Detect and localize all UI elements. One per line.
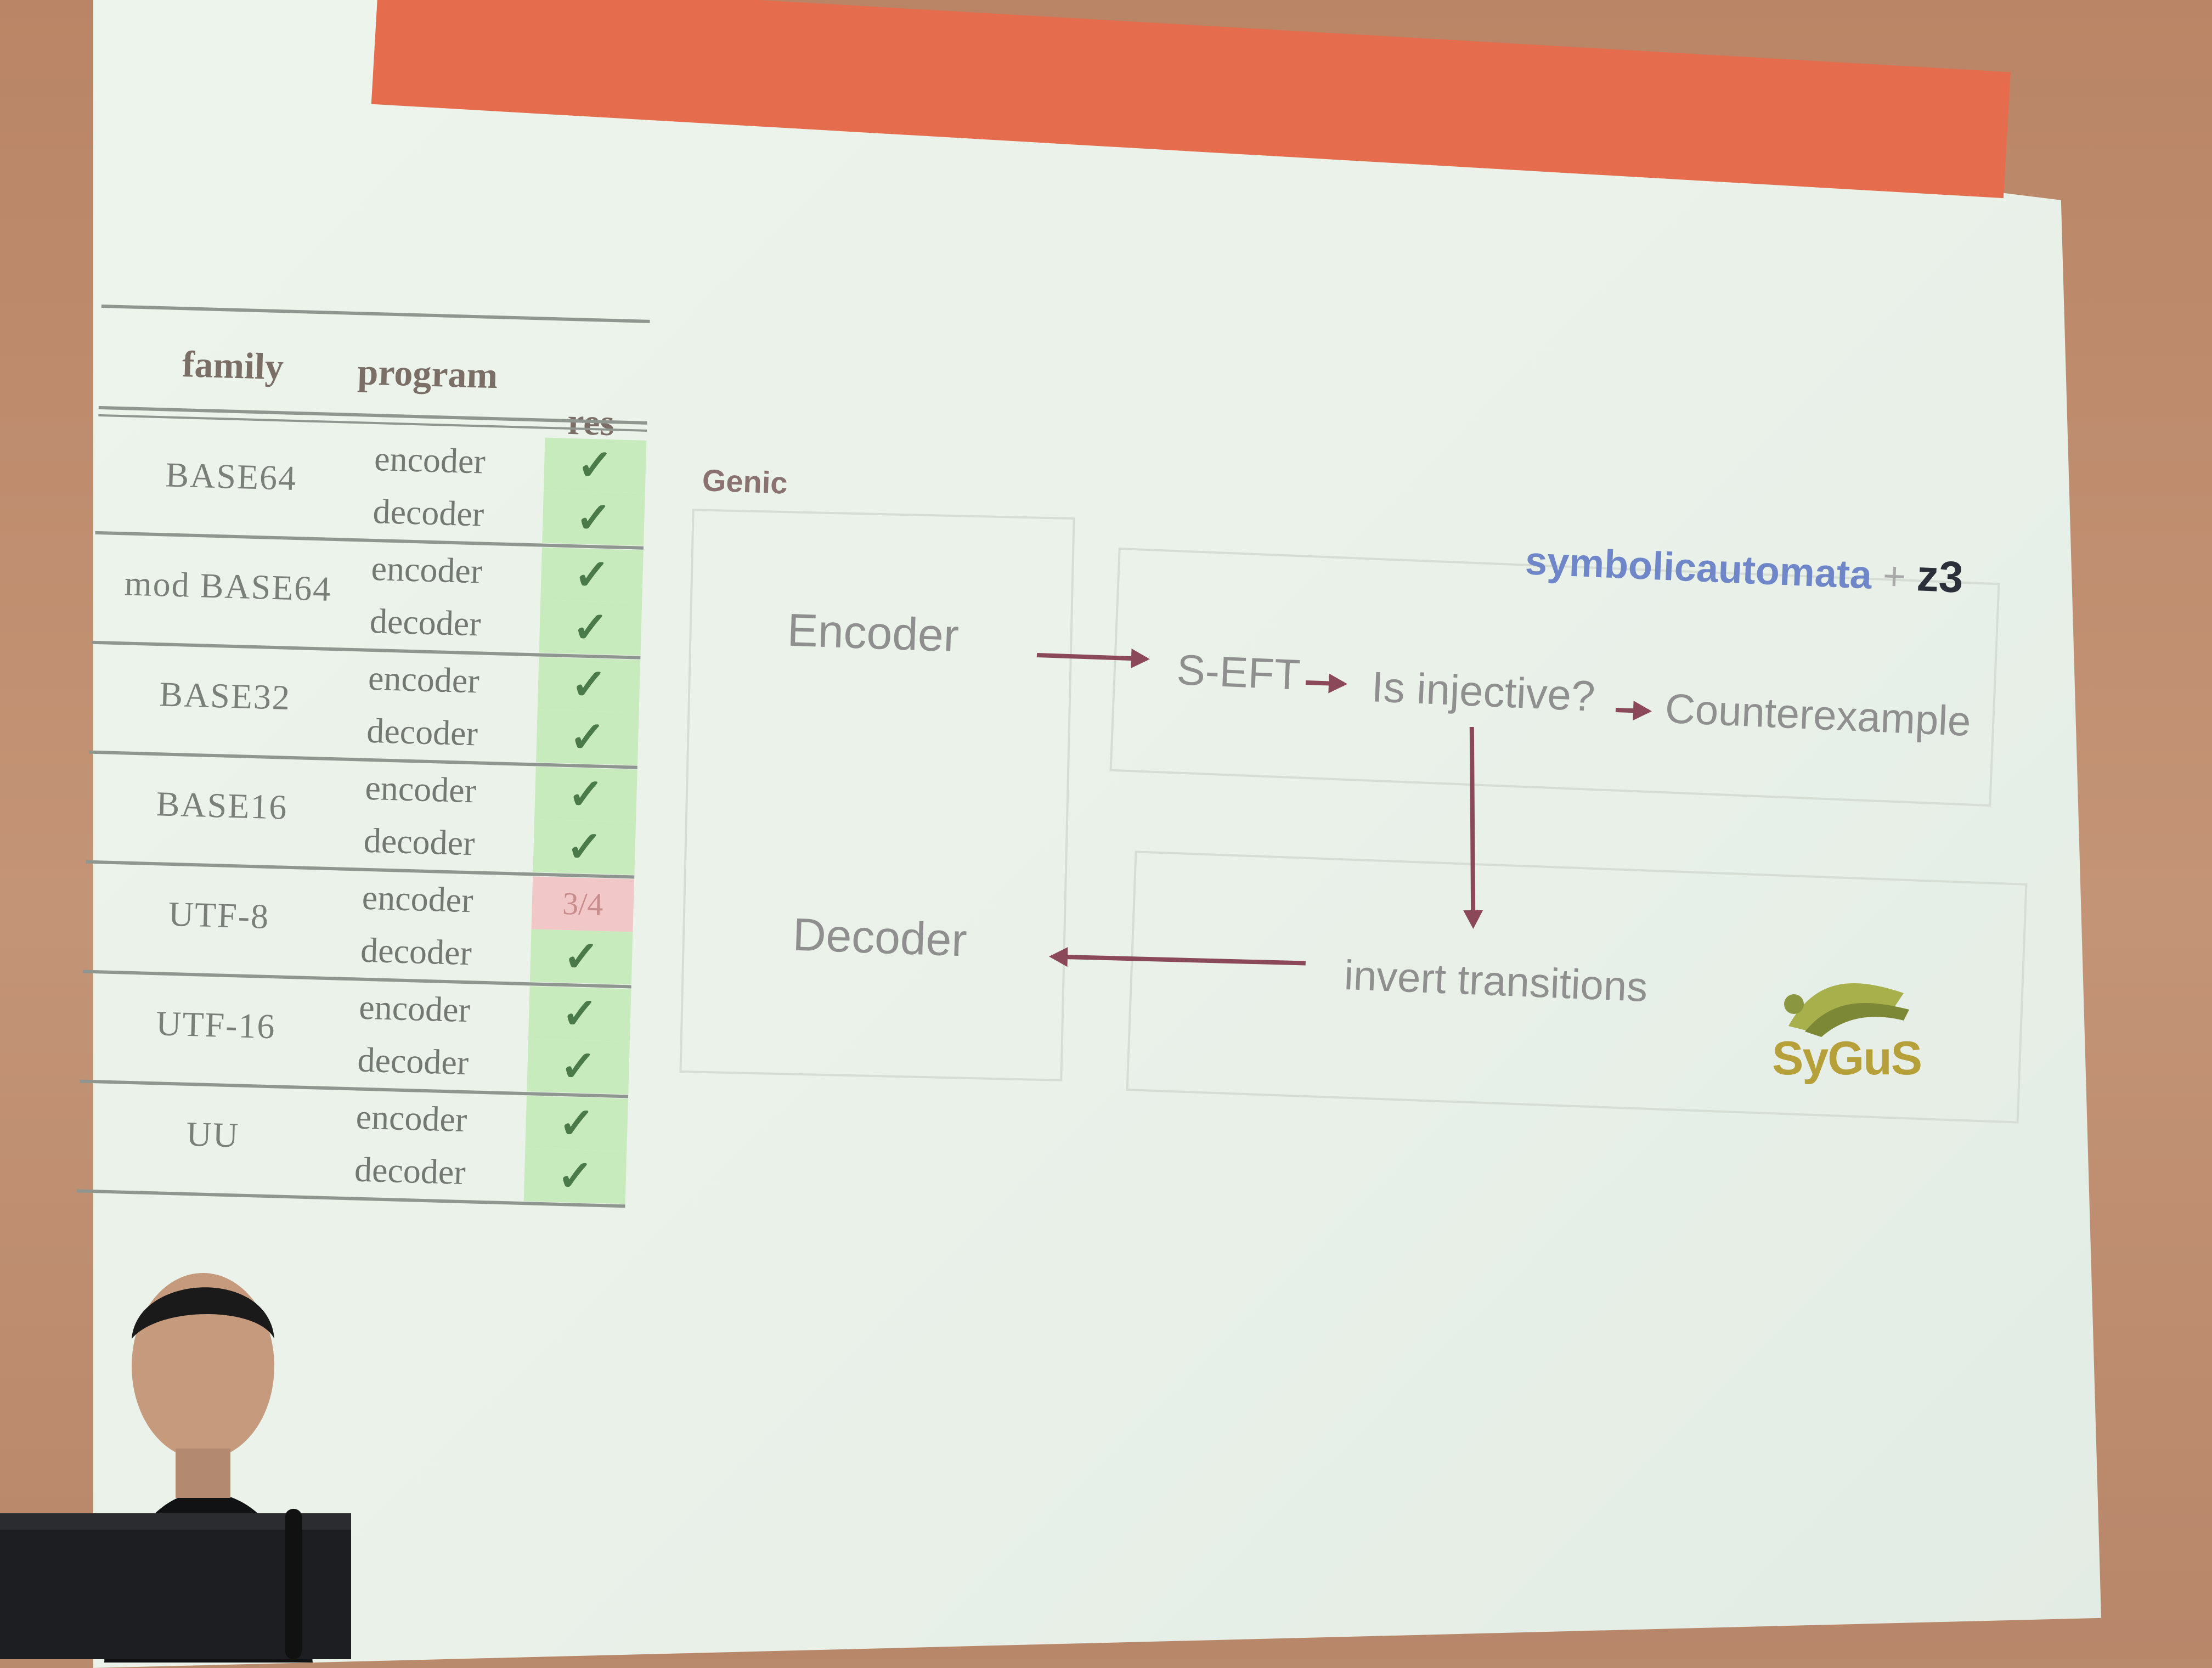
result-cell: ✓ (543, 437, 647, 493)
result-cell: ✓ (534, 767, 637, 822)
sygus-mark-icon (1784, 983, 1909, 1037)
result-cell: ✓ (523, 1148, 627, 1204)
program-cell: encoder (362, 877, 474, 920)
result-cell: ✓ (539, 600, 642, 656)
program-cell: encoder (355, 1097, 468, 1140)
result-cell: ✓ (542, 490, 645, 546)
program-cell: decoder (354, 1149, 466, 1192)
result-cell: ✓ (540, 547, 644, 603)
result-cell: ✓ (527, 1039, 630, 1095)
genic-label: Genic (701, 463, 788, 500)
program-cell: decoder (369, 601, 482, 644)
header-family: family (181, 343, 285, 388)
result-cell: ✓ (528, 986, 631, 1042)
program-cell: encoder (374, 439, 486, 481)
sygus-text: SyGuS (1772, 1032, 1922, 1085)
result-cell: ✓ (537, 657, 641, 713)
program-cell: decoder (363, 820, 476, 863)
result-cell: ✓ (525, 1096, 628, 1152)
family-cell: UTF-16 (155, 1004, 276, 1046)
z3-text: z3 (1916, 551, 1965, 602)
genic-box (679, 509, 1075, 1081)
family-cell: mod BASE64 (124, 563, 332, 608)
program-cell: encoder (358, 987, 471, 1030)
program-cell: decoder (357, 1040, 470, 1083)
family-cell: BASE16 (155, 784, 289, 827)
sygus-logo: SyGuS (1772, 966, 1922, 1086)
projection-screen (93, 0, 2101, 1668)
result-cell: ✓ (533, 819, 636, 875)
result-cell: ✓ (536, 709, 639, 765)
family-cell: UU (185, 1114, 240, 1155)
program-cell: encoder (370, 548, 483, 591)
program-cell: decoder (366, 711, 478, 753)
decoder-label: Decoder (792, 908, 968, 966)
encoder-label: Encoder (786, 604, 960, 662)
program-cell: encoder (368, 658, 480, 701)
is-injective-label: Is injective? (1370, 662, 1596, 720)
family-cell: UTF-8 (167, 894, 270, 936)
program-cell: decoder (372, 491, 485, 534)
family-cell: BASE64 (165, 455, 298, 498)
plus-text: + (1882, 554, 1907, 599)
result-cell: ✓ (529, 929, 633, 985)
microphone (285, 1509, 302, 1659)
family-cell: BASE32 (159, 674, 291, 717)
program-cell: encoder (364, 768, 477, 810)
result-cell: 3/4 (531, 876, 635, 932)
program-cell: decoder (360, 930, 472, 973)
seft-label: S-EFT (1176, 645, 1302, 699)
header-program: program (357, 351, 499, 397)
